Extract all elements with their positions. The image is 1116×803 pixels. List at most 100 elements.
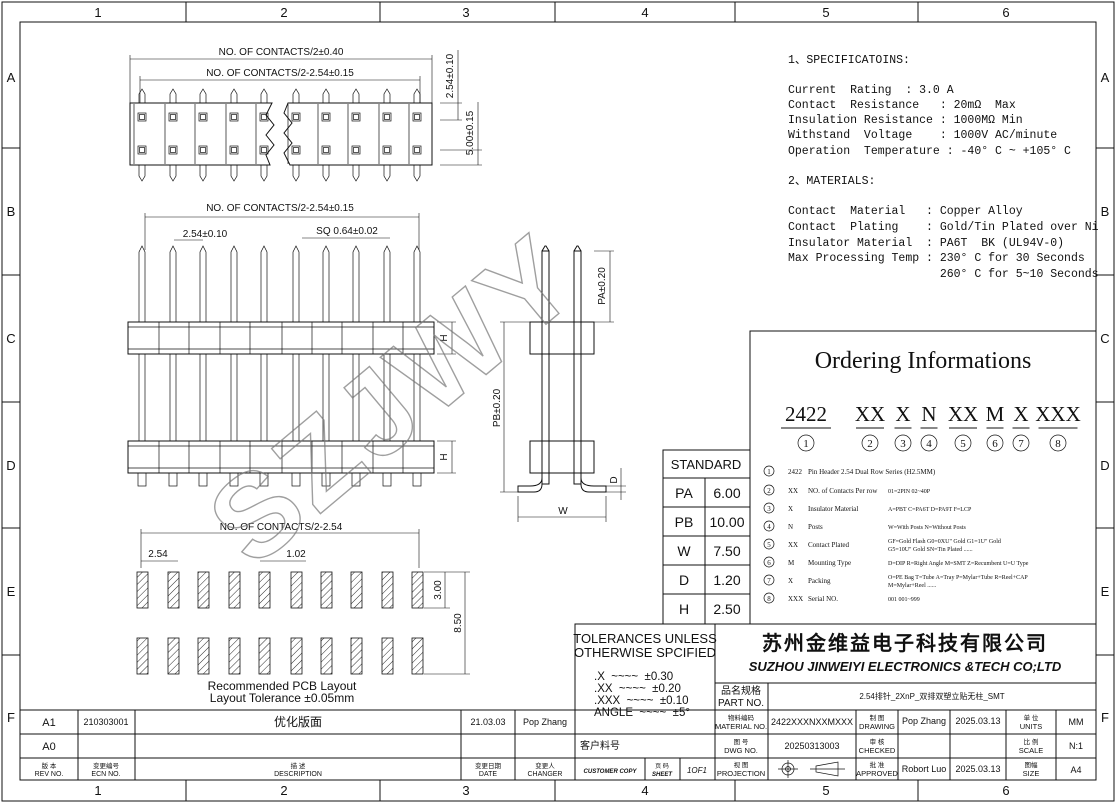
drawing-en: DRAWING [859, 722, 895, 731]
order-item-desc: Posts [808, 523, 823, 531]
top-pin-square [293, 114, 299, 120]
pcb-pad [258, 571, 271, 609]
top-pin-square [170, 114, 176, 120]
part-description: 2.54排针_2XnP_双排双塑立贴无柱_SMT [859, 691, 1004, 701]
material-no-en: MATERIAL NO. [715, 722, 767, 731]
order-item-number: 6 [767, 559, 771, 567]
top-pin-square [198, 145, 208, 155]
top-pin-square [291, 145, 301, 155]
pcb-pitch-label: 2.54 [148, 549, 168, 560]
standard-key: D [679, 572, 689, 588]
order-code-number: 3 [900, 438, 906, 450]
row-label: A [1101, 70, 1110, 85]
standard-value: 1.20 [713, 572, 740, 588]
front-pin [138, 245, 146, 322]
order-item-options: W=With Posts N=Without Posts [888, 525, 966, 531]
dwg-no-cn: 图 号 [734, 738, 749, 746]
top-pin-tip [260, 88, 268, 103]
row-label: B [1101, 204, 1110, 219]
col-label: 2 [280, 5, 287, 20]
pcb-pad [136, 571, 149, 609]
front-pin [292, 245, 300, 322]
pcb-pad [290, 571, 303, 609]
col-label: 3 [462, 783, 469, 798]
order-code-part: XXX [1035, 402, 1081, 426]
order-item-code: XX [788, 541, 798, 549]
row-label: D [6, 458, 15, 473]
rev-changer: Pop Zhang [523, 717, 567, 727]
top-pin-square [168, 112, 178, 122]
projection-cn: 视 图 [734, 760, 749, 769]
pcb-pad [197, 637, 210, 675]
pcb-layout: NO. OF CONTACTS/2-2.54 2.54 1.02 3.00 8.… [136, 522, 470, 705]
top-pin-square [229, 145, 239, 155]
pcb-pad [411, 637, 424, 675]
order-code-number: 8 [1055, 438, 1061, 450]
order-code-number: 1 [803, 438, 809, 450]
rev-no: A0 [42, 741, 55, 753]
hdr-rev-cn: 版 本 [42, 761, 57, 770]
standard-key: PB [675, 514, 694, 530]
order-item-circle [763, 556, 775, 568]
order-code-circle [797, 434, 815, 452]
front-pin [230, 245, 238, 322]
order-item-options: GF=Gold Flash G0=0XU" Gold G1=1U" Gold [888, 539, 1001, 545]
top-pin-square [384, 114, 390, 120]
order-code-part: X [1013, 402, 1028, 426]
row-label: D [1100, 458, 1109, 473]
row-label: C [1100, 331, 1109, 346]
hdr-rev-en: REV NO. [35, 771, 64, 778]
scale-value: N:1 [1069, 741, 1083, 751]
hdr-desc-cn: 描 述 [291, 761, 306, 770]
col-label: 1 [94, 783, 101, 798]
standard-key: W [677, 543, 691, 559]
order-item-code: XX [788, 487, 798, 495]
top-pin-square [200, 147, 206, 153]
pcb-span-label: 8.50 [453, 613, 464, 633]
order-code-number: 4 [926, 438, 932, 450]
size-en: SIZE [1023, 769, 1040, 778]
dim-pitch-label: NO. OF CONTACTS/2-2.54±0.15 [206, 68, 354, 79]
standard-heading: STANDARD [671, 457, 742, 472]
material-no-value: 2422XXXNXXMXXX [771, 717, 853, 727]
top-pin-tip [413, 88, 421, 103]
drawing-date: 2025.03.13 [955, 716, 1000, 726]
top-pin-square [231, 147, 237, 153]
units-en: UNITS [1020, 722, 1043, 731]
order-item-circle [763, 502, 775, 514]
tol-line: .XX ~~~~ ±0.20 [594, 683, 681, 695]
pcb-pad [167, 637, 180, 675]
col-label: 4 [641, 5, 648, 20]
order-item-options: O=PE Bag T=Tube A=Tray P=Mylar+Tube R=Re… [888, 575, 1028, 581]
drawing-cn: 制 图 [870, 713, 885, 722]
order-item-desc: Pin Header 2.54 Dual Row Series (H2.5MM) [808, 468, 936, 476]
standard-value: 6.00 [713, 485, 740, 501]
spec-line: Current Rating : 3.0 A [788, 84, 954, 97]
top-pin-square [323, 147, 329, 153]
top-pin-square [321, 145, 331, 155]
order-item-number: 1 [767, 468, 771, 476]
part-no-cn: 品名规格 [721, 684, 761, 697]
order-item-desc: Mounting Type [808, 559, 851, 567]
order-item-circle [763, 538, 775, 550]
material-line: Contact Plating : Gold/Tin Plated over N… [788, 221, 1099, 234]
order-item-number: 5 [767, 541, 771, 549]
order-item-options: G5=10U" Gold SN=Tin Plated ...... [888, 547, 973, 553]
top-pin-tip [352, 88, 360, 103]
top-pin-tip [169, 165, 177, 182]
order-item-code: XXX [788, 595, 803, 603]
material-line: Insulator Material : PA6T BK (UL94V-0) [788, 237, 1064, 250]
row-label: A [7, 70, 16, 85]
sheet-en: SHEET [652, 772, 673, 778]
checked-cn: 审 核 [870, 737, 885, 746]
rev-date: 21.03.03 [470, 717, 505, 727]
top-pin-tip [230, 165, 238, 182]
order-code-part: XX [948, 402, 978, 426]
standard-value: 10.00 [709, 514, 744, 530]
order-code-circle [1012, 434, 1030, 452]
top-pin-square [412, 112, 422, 122]
order-code-number: 2 [867, 438, 873, 450]
specifications-block: 1、SPECIFICATOINS: Current Rating : 3.0 A… [788, 54, 1099, 281]
approved-date: 2025.03.13 [955, 764, 1000, 774]
